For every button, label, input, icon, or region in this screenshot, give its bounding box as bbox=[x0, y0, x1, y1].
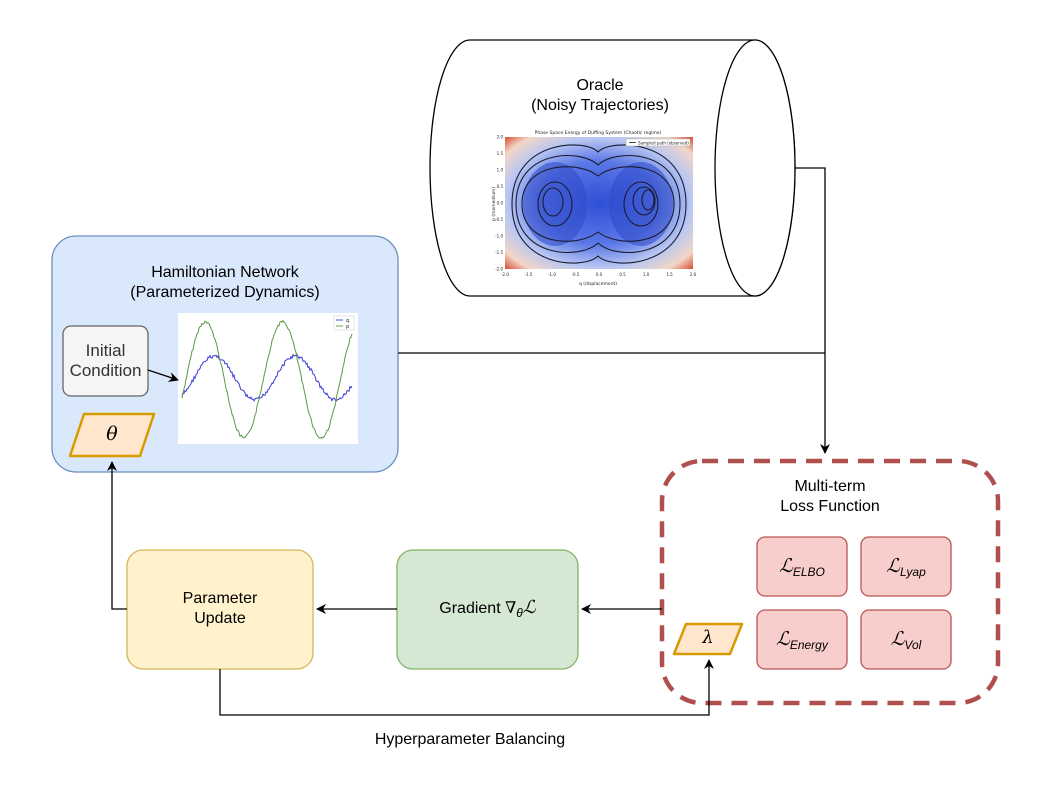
initial-condition-label: Initial Condition bbox=[63, 341, 148, 381]
y-tick-label: -1.5 bbox=[495, 250, 503, 255]
loss-term-elbo: ℒELBO bbox=[757, 556, 847, 582]
y-tick-label: 1.0 bbox=[497, 168, 504, 173]
x-tick-label: -1.0 bbox=[548, 272, 556, 277]
loss-term-energy: ℒEnergy bbox=[757, 629, 847, 655]
x-tick-label: -0.5 bbox=[572, 272, 580, 277]
oracle-title-line2: (Noisy Trajectories) bbox=[531, 97, 669, 114]
oracle-phase-plot: Phase Space Energy of Duffing System (Ch… bbox=[490, 128, 700, 288]
hamiltonian-title: Hamiltonian Network (Parameterized Dynam… bbox=[52, 263, 398, 303]
initial-condition-line1: Initial bbox=[85, 341, 126, 360]
gradient-sub: θ bbox=[516, 606, 523, 620]
oracle-title-line1: Oracle bbox=[576, 77, 624, 94]
phase-plot-yticks: 2.0 1.5 1.0 0.5 0.0 -0.5 -1.0 -1.5 -2.0 bbox=[495, 135, 503, 272]
initial-condition-line2: Condition bbox=[69, 361, 142, 380]
y-tick-label: -0.5 bbox=[495, 217, 503, 222]
x-tick-label: 0.5 bbox=[619, 272, 626, 277]
x-tick-label: -2.0 bbox=[501, 272, 509, 277]
theta-parameter-shape[interactable] bbox=[68, 412, 156, 458]
loss-symbol: ℒ bbox=[890, 628, 905, 650]
lambda-label: λ bbox=[702, 627, 714, 648]
x-tick-label: 1.5 bbox=[666, 272, 673, 277]
loss-term-energy-sub: Energy bbox=[789, 638, 828, 652]
loss-term-elbo-box[interactable] bbox=[756, 536, 848, 597]
edge-oracle-to-loss bbox=[795, 167, 830, 454]
x-tick-label: -1.5 bbox=[525, 272, 533, 277]
phase-plot-legend: Sampled path (observed) bbox=[638, 141, 689, 146]
y-tick-label: 0.0 bbox=[497, 201, 504, 206]
edge-update-to-theta bbox=[107, 461, 127, 610]
hamiltonian-title-line2: (Parameterized Dynamics) bbox=[130, 284, 320, 301]
p-series-line bbox=[181, 319, 353, 439]
q-series-line bbox=[181, 353, 353, 403]
edge-update-to-lambda bbox=[219, 659, 714, 716]
y-tick-label: 1.5 bbox=[497, 151, 504, 156]
loss-symbol: ℒ bbox=[779, 555, 793, 577]
loss-term-vol-box[interactable] bbox=[860, 609, 952, 670]
gradient-label: Gradient ∇θℒ bbox=[397, 598, 578, 623]
loss-term-vol: ℒVol bbox=[861, 629, 951, 655]
trajectory-curves bbox=[511, 144, 687, 264]
loss-term-energy-box[interactable] bbox=[756, 609, 848, 670]
loss-title-line1: Multi-term bbox=[794, 478, 866, 495]
loss-title: Multi-term Loss Function bbox=[662, 477, 998, 517]
loss-term-elbo-sub: ELBO bbox=[792, 565, 825, 579]
phase-plot-xlabel: q (displacement) bbox=[579, 281, 617, 287]
gradient-prefix: Gradient bbox=[439, 600, 506, 617]
y-tick-label: -1.0 bbox=[495, 234, 503, 239]
loss-title-line2: Loss Function bbox=[780, 498, 880, 515]
hamiltonian-title-line1: Hamiltonian Network bbox=[151, 264, 299, 281]
phase-plot-xticks: -2.0 -1.5 -1.0 -0.5 0.0 0.5 1.0 1.5 2.0 bbox=[501, 272, 697, 277]
edges bbox=[107, 167, 830, 716]
loss-term-lyap-box[interactable] bbox=[860, 536, 952, 597]
y-tick-label: -2.0 bbox=[495, 267, 503, 272]
x-tick-label: 1.0 bbox=[643, 272, 650, 277]
legend-p-label: p bbox=[346, 324, 349, 330]
phase-plot-title: Phase Space Energy of Duffing System (Ch… bbox=[535, 130, 662, 136]
hyperparameter-balancing-label: Hyperparameter Balancing bbox=[374, 731, 566, 748]
parameter-update-line2: Update bbox=[194, 610, 246, 627]
edge-initial-to-plot bbox=[147, 369, 179, 382]
parameter-update-label: Parameter Update bbox=[127, 589, 313, 629]
gradient-symbol: ℒ bbox=[522, 597, 536, 618]
trajectory-timeseries-plot: q p bbox=[178, 313, 358, 444]
parameter-update-line1: Parameter bbox=[182, 590, 258, 607]
phase-plot-ylabel: p (momentum) bbox=[491, 187, 497, 221]
x-tick-label: 2.0 bbox=[690, 272, 697, 277]
loss-symbol: ℒ bbox=[776, 628, 790, 650]
lambda-parameter-shape[interactable] bbox=[672, 622, 744, 656]
x-tick-label: 0.0 bbox=[596, 272, 603, 277]
loss-term-lyap: ℒLyap bbox=[861, 556, 951, 582]
gradient-nabla: ∇ bbox=[505, 598, 517, 617]
loss-term-lyap-sub: Lyap bbox=[899, 565, 926, 579]
loss-symbol: ℒ bbox=[886, 555, 900, 577]
y-tick-label: 2.0 bbox=[497, 135, 504, 140]
legend-q-label: q bbox=[346, 318, 349, 324]
loss-term-vol-sub: Vol bbox=[904, 638, 922, 652]
initial-condition-box[interactable] bbox=[62, 325, 149, 397]
oracle-title: Oracle (Noisy Trajectories) bbox=[470, 76, 730, 116]
y-tick-label: 0.5 bbox=[497, 184, 504, 189]
theta-label: θ bbox=[106, 423, 118, 445]
